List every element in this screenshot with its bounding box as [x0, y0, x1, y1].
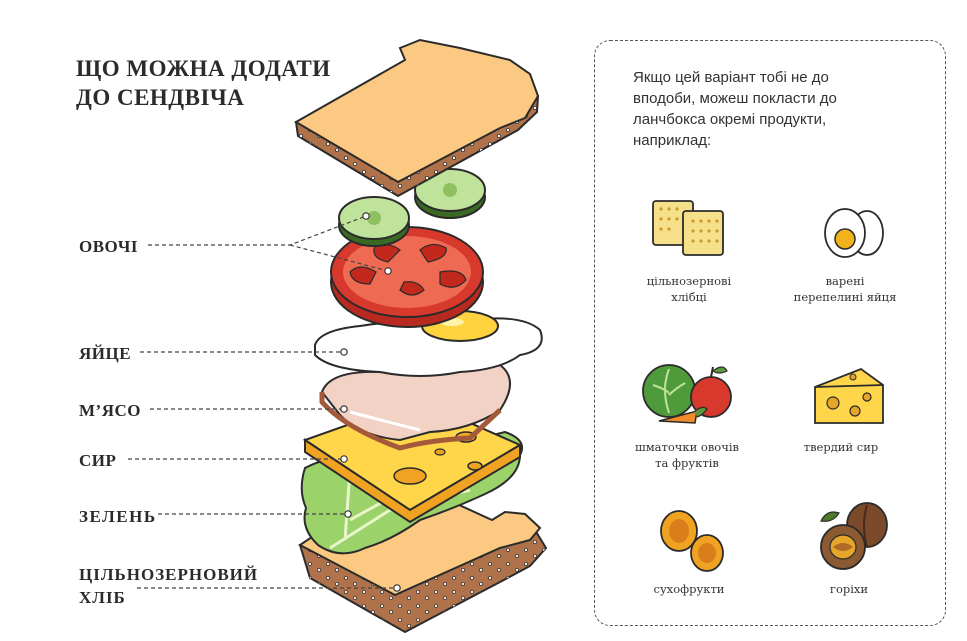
sandwich-illustration	[128, 38, 548, 634]
vegetables-fruits-icon	[642, 364, 732, 424]
caption-veg-fruit: шматочки овочів та фруктів	[635, 440, 739, 470]
label-meat: М’ЯСО	[79, 401, 141, 420]
panel-intro: Якщо цей варіант тобі не до вподоби, мож…	[633, 69, 837, 149]
caption-nuts: горіхи	[829, 582, 869, 596]
label-egg: ЯЙЦЕ	[79, 344, 132, 363]
title-line-2: ДО СЕНДВІЧА	[76, 85, 245, 110]
tomato-slice	[330, 226, 484, 328]
caption-crispbread: цільнозернові хлібці	[646, 274, 732, 304]
caption-hard-cheese: твердий сир	[803, 440, 879, 454]
title-line-1: ЩО МОЖНА ДОДАТИ	[76, 56, 331, 81]
label-wholegrain-bread: ЦІЛЬНОЗЕРНОВИЙ ХЛІБ	[79, 565, 259, 607]
page-title: ЩО МОЖНА ДОДАТИ ДО СЕНДВІЧА	[76, 54, 331, 112]
cheese-icon	[814, 367, 884, 424]
label-cheese: СИР	[79, 451, 117, 470]
caption-dried-fruits: сухофрукти	[653, 582, 725, 596]
caption-quail-eggs: варені перепелині яйця	[793, 274, 897, 304]
nuts-icon	[820, 502, 888, 570]
cucumber-slices	[338, 168, 486, 247]
layer-markers	[340, 212, 401, 592]
crispbread-icon	[652, 200, 724, 256]
boiled-egg-icon	[824, 208, 884, 258]
leader-lines	[128, 215, 397, 589]
top-bread	[294, 38, 540, 198]
alternatives-panel: Якщо цей варіант тобі не до вподоби, мож…	[594, 40, 946, 626]
label-greens: ЗЕЛЕНЬ	[79, 507, 157, 526]
label-vegetables: ОВОЧІ	[79, 237, 138, 256]
dried-fruits-icon	[660, 510, 724, 572]
